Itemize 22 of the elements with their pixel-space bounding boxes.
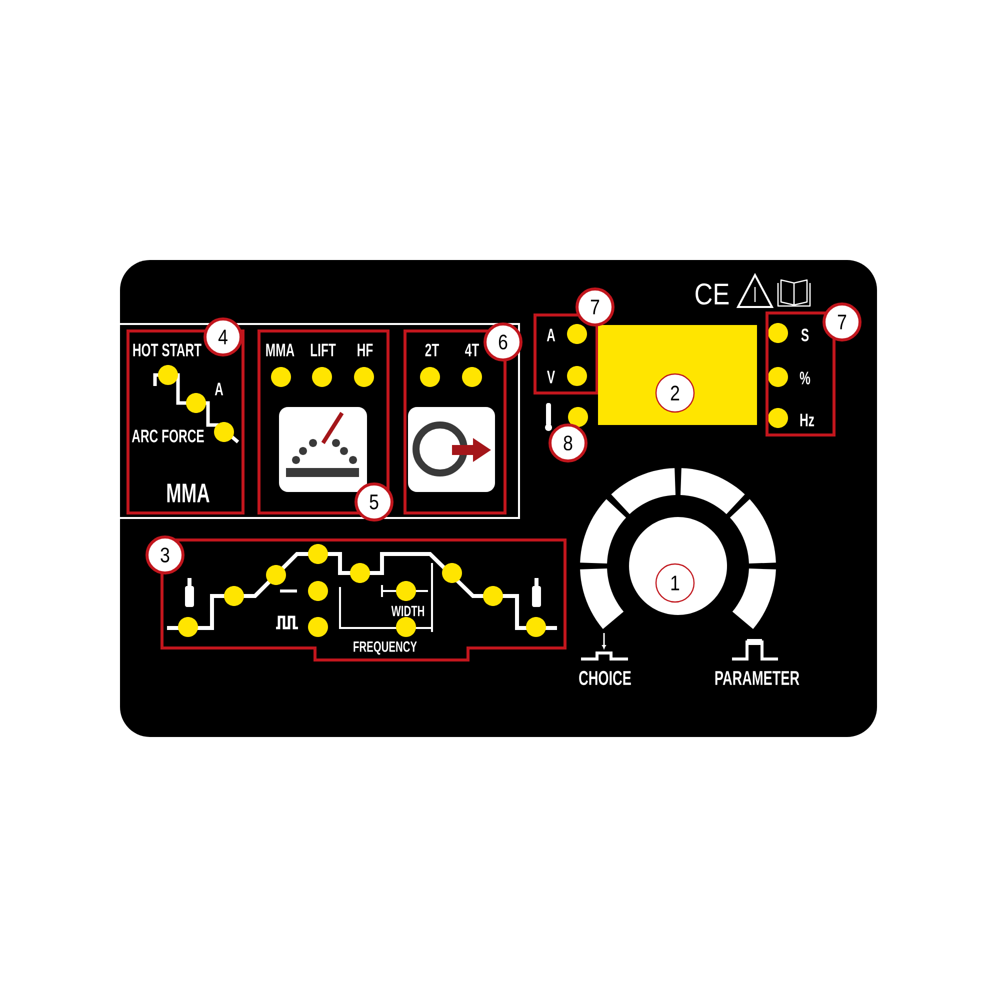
panel-label: V (547, 370, 555, 384)
panel-label: 4T (465, 344, 479, 356)
control-label: PARAMETER (715, 671, 800, 685)
panel-label: % (800, 372, 810, 384)
panel-label: HOT START (133, 344, 202, 356)
panel-label: ARC FORCE (132, 430, 204, 442)
panel-label: HF (358, 344, 373, 356)
control-label: CHOICE (579, 670, 631, 686)
section-title: MMA (167, 484, 210, 502)
panel-label: 2T (425, 344, 439, 356)
panel-label: LIFT (310, 344, 336, 356)
panel-label: S (801, 328, 809, 342)
display-screen (598, 325, 757, 425)
panel-label: MMA (266, 344, 294, 356)
panel-label: A (546, 328, 556, 342)
panel-label: A (214, 382, 224, 396)
conformity-mark: CE (696, 283, 729, 305)
panel-label: WIDTH (391, 606, 424, 616)
panel-label: Hz (800, 414, 814, 426)
panel-label: FREQUENCY (354, 641, 417, 655)
callout-number: 1 (655, 563, 695, 603)
callout-number: 2 (655, 373, 695, 413)
